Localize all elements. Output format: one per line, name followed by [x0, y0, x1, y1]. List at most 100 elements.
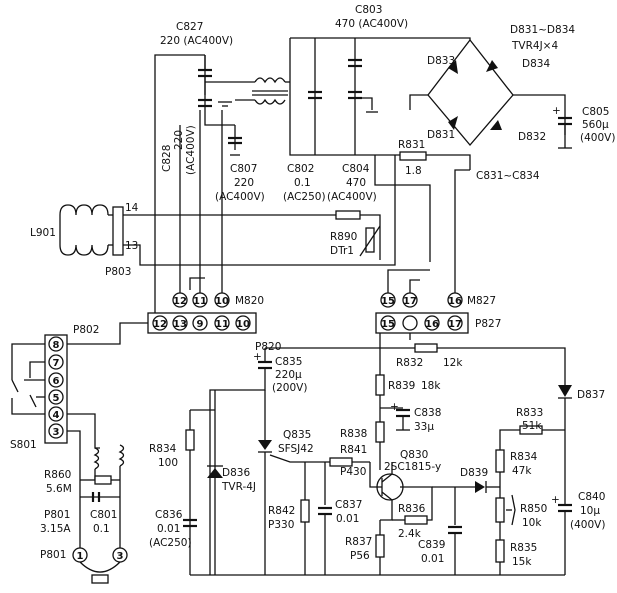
- r841-value: P430: [340, 466, 366, 478]
- d839-diode: [475, 481, 485, 493]
- q835-type: SFSJ42: [278, 443, 314, 455]
- svg-text:6: 6: [53, 376, 60, 387]
- r834-value: 100: [158, 457, 178, 469]
- r837-resistor: [375, 534, 385, 558]
- r850-value: 10k: [522, 517, 542, 529]
- s801-switch: [11, 343, 45, 415]
- r839-resistor: [375, 374, 385, 396]
- r842-value: P330: [268, 519, 294, 531]
- c802-label: C802: [287, 163, 314, 175]
- d836-type: TVR-4J: [221, 481, 256, 493]
- q830-label: Q830: [400, 449, 428, 461]
- r839-label: R839: [388, 380, 415, 392]
- p820-label: P820: [255, 341, 281, 353]
- c804-value: 470: [346, 177, 366, 189]
- d836-label: D836: [222, 467, 250, 479]
- c828-value: 220: [173, 130, 185, 150]
- p803-label: P803: [105, 266, 131, 278]
- m827-label: M827: [467, 295, 496, 307]
- r850-label: R850: [520, 503, 547, 515]
- d832-diode: [490, 120, 502, 130]
- r832-label: R832: [396, 357, 423, 369]
- d837-label: D837: [577, 389, 605, 401]
- c805-capacitor: +: [552, 105, 572, 149]
- c838-value: 33µ: [414, 421, 434, 433]
- c801-label: C801: [90, 509, 117, 521]
- c837-label: C837: [335, 499, 362, 511]
- svg-text:13: 13: [173, 319, 187, 330]
- r834-label: R834: [149, 443, 177, 455]
- c837-value: 0.01: [336, 513, 359, 525]
- c804-rating: (AC400V): [327, 191, 377, 203]
- c836-value: 0.01: [157, 523, 180, 535]
- r860-coils: [80, 444, 125, 485]
- m827-connector: 15 17 16: [380, 292, 463, 308]
- svg-text:12: 12: [153, 319, 167, 330]
- c828-rating: (AC400V): [185, 125, 197, 175]
- p803-connector: [112, 206, 124, 256]
- r835-resistor: [495, 539, 505, 563]
- c804-capacitor: [348, 58, 378, 113]
- r890-resistor: [335, 210, 361, 220]
- c836-rating: (AC250): [149, 537, 192, 549]
- m820-connector: 12 11 10: [172, 292, 230, 308]
- c801-value: 0.1: [93, 523, 110, 535]
- d834-diode: [486, 60, 498, 72]
- r850-potentiometer: [495, 497, 505, 523]
- svg-text:5: 5: [53, 393, 60, 404]
- svg-text:3: 3: [53, 427, 60, 438]
- c836-label: C836: [155, 509, 183, 521]
- r842-label: R842: [268, 505, 295, 517]
- svg-text:+: +: [551, 494, 560, 506]
- c804-label: C804: [342, 163, 370, 175]
- svg-text:8: 8: [53, 340, 60, 351]
- c805-value: 560µ: [582, 119, 609, 131]
- bridge-type: TVR4J×4: [511, 40, 558, 52]
- r831-label: R831: [398, 139, 425, 151]
- r860-label: R860: [44, 469, 71, 481]
- r837-value: P56: [350, 550, 370, 562]
- c840-rating: (400V): [570, 519, 605, 531]
- r833-label: R833: [516, 407, 543, 419]
- c803-label: C803: [355, 4, 382, 16]
- p802-label: P802: [73, 324, 99, 336]
- r839-value: 18k: [421, 380, 441, 392]
- r842-resistor: [300, 499, 310, 523]
- svg-text:10: 10: [236, 319, 250, 330]
- svg-text:+: +: [390, 401, 399, 413]
- c803-value: 470 (AC400V): [335, 18, 408, 30]
- c807-value: 220: [234, 177, 254, 189]
- c840-value: 10µ: [580, 505, 600, 517]
- c839-label: C839: [418, 539, 445, 551]
- svg-text:15: 15: [381, 296, 395, 307]
- p801-plug: 1 3: [72, 547, 128, 584]
- bridge-title: D831~D834: [510, 24, 575, 36]
- r841-label: R841: [340, 444, 367, 456]
- c801-capacitor: [80, 480, 121, 555]
- r834-resistor: [185, 429, 195, 451]
- r836-label: R836: [398, 503, 426, 515]
- svg-text:4: 4: [53, 410, 60, 421]
- r890-label: R890: [330, 231, 357, 243]
- d833-diode: [448, 60, 458, 74]
- line-filter-choke: [205, 77, 290, 105]
- svg-text:11: 11: [215, 319, 229, 330]
- r836-value: 2.4k: [398, 528, 422, 540]
- p827-pins: 15 16 17: [380, 315, 463, 331]
- svg-text:17: 17: [448, 319, 462, 330]
- c807-label: C807: [230, 163, 257, 175]
- l901-coil: [59, 204, 115, 256]
- bottom-circuit: + +: [183, 333, 572, 576]
- c827-value: 220 (AC400V): [160, 35, 233, 47]
- m820-label: M820: [235, 295, 264, 307]
- r835-label: R835: [510, 542, 537, 554]
- m820-pin-2: 11: [193, 296, 207, 307]
- c805-label: C805: [582, 106, 609, 118]
- svg-text:7: 7: [53, 358, 60, 369]
- p801-fuse-label: P801: [44, 509, 70, 521]
- r890-value: DTr1: [330, 245, 354, 257]
- p802-pins: 8 7 6 5 4 3: [48, 336, 64, 439]
- r831-resistor: [399, 151, 427, 161]
- c805-rating: (400V): [580, 132, 615, 144]
